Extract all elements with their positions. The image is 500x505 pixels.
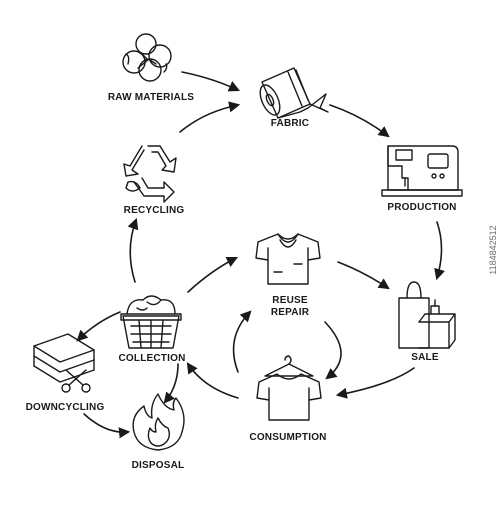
node-label-fabric: FABRIC [270, 118, 310, 129]
arrow-reuse-to-sale [337, 261, 390, 290]
arrow-production-to-sale [434, 221, 445, 281]
laundry-basket-icon [120, 295, 182, 349]
arrow-consumption-to-collection [186, 362, 239, 399]
flow-arrows [76, 71, 445, 439]
arrow-collection-to-disposal [163, 363, 179, 404]
node-label-disposal: DISPOSAL [131, 460, 185, 471]
shopping-bag-icon [398, 281, 456, 349]
arrow-collection-to-downcycling [76, 311, 121, 342]
node-label-downcycling: DOWNCYCLING [25, 402, 105, 413]
node-label-production: PRODUCTION [387, 202, 457, 213]
tshirt-icon [255, 233, 321, 285]
node-label-repair: REPAIR [270, 307, 310, 318]
arrow-fabric-to-production [329, 104, 390, 138]
node-label-recycling: RECYCLING [123, 205, 185, 216]
arrow-consumption-to-reuse [232, 310, 252, 373]
arrow-reuse-to-consumption [324, 321, 342, 380]
recycle-icon [123, 145, 177, 203]
watermark-id: 1184842512 [486, 180, 500, 320]
fabric-roll-icon [259, 67, 329, 119]
node-label-collection: COLLECTION [118, 353, 186, 364]
arrow-collection-to-recycling [127, 217, 139, 283]
fire-icon [132, 393, 185, 451]
arrow-recycling-to-raw [179, 101, 241, 133]
arrow-collection-to-reuse [187, 256, 239, 293]
watermark-id-text: 1184842512 [488, 225, 498, 275]
node-label-reuse: REUSE [272, 295, 308, 306]
node-label-raw-materials: RAW MATERIALS [107, 92, 195, 103]
arrow-downcycling-to-disposal [83, 413, 131, 439]
node-label-sale: SALE [411, 352, 439, 363]
arrow-raw-to-fabric [181, 71, 241, 92]
cut-fabric-icon [33, 333, 95, 393]
arrow-sale-to-consumption [335, 367, 415, 399]
shirt-on-hanger-icon [256, 355, 322, 421]
cotton-icon [122, 33, 172, 82]
sewing-machine-icon [381, 145, 463, 197]
node-label-consumption: CONSUMPTION [249, 432, 327, 443]
